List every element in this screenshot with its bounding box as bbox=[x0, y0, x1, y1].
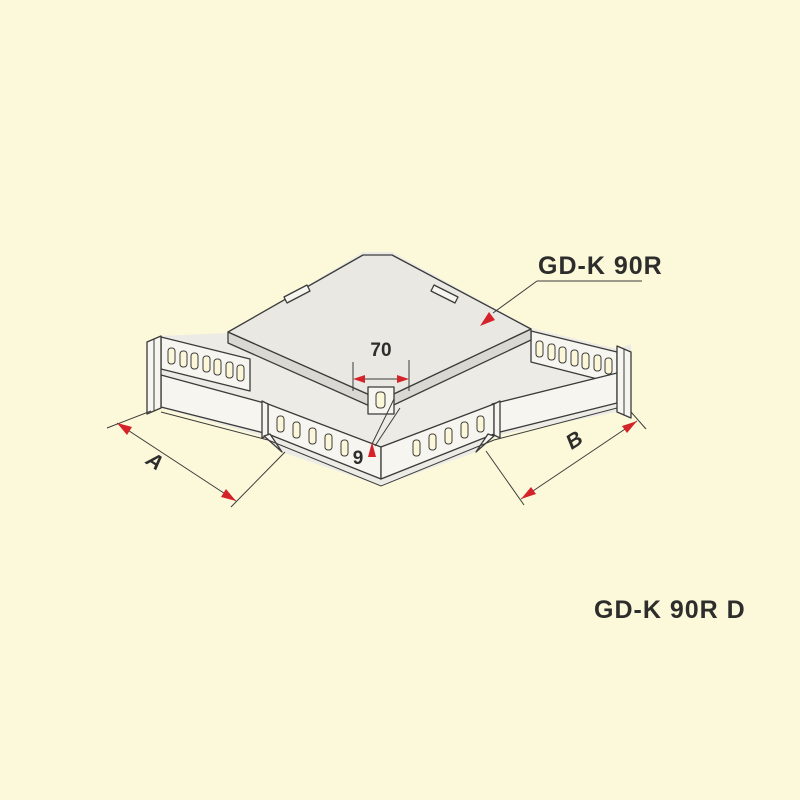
dim-a-label: A bbox=[141, 447, 167, 475]
dimension-line bbox=[116, 422, 237, 502]
rail-slot bbox=[340, 439, 349, 457]
rail-slot bbox=[324, 433, 333, 451]
rail-slot bbox=[428, 433, 437, 451]
rail-slot bbox=[225, 361, 234, 379]
rail-slot bbox=[570, 349, 579, 367]
dimension-b: B bbox=[485, 411, 647, 506]
rail-slot bbox=[558, 346, 567, 364]
dimension-arrow-icon bbox=[397, 375, 409, 383]
rail-slot bbox=[292, 421, 301, 439]
dim-70-value: 70 bbox=[370, 340, 391, 361]
corner-flange-line bbox=[267, 439, 495, 487]
dimension-arrow-icon bbox=[622, 421, 637, 433]
corner-rail-left-endcap bbox=[261, 400, 269, 439]
rail-slot bbox=[547, 343, 556, 361]
dim-b-label: B bbox=[562, 427, 587, 455]
dimension-arrow-icon bbox=[521, 487, 536, 499]
dimension-arrow-icon bbox=[221, 489, 236, 501]
dimension-70: 70 bbox=[352, 340, 410, 391]
rail-slot bbox=[535, 340, 544, 358]
dim-9-value: 9 bbox=[353, 448, 364, 469]
rail-slot bbox=[236, 364, 245, 382]
rail-slot bbox=[476, 415, 485, 433]
right-flange-line bbox=[493, 407, 618, 441]
extension-line bbox=[630, 411, 647, 430]
rail-slot bbox=[308, 427, 317, 445]
rail-slot bbox=[460, 421, 469, 439]
product-caption: GD-K 90R D bbox=[594, 596, 746, 624]
dimension-arrow-icon bbox=[368, 442, 376, 457]
inner-corner bbox=[261, 400, 501, 487]
rail-slot bbox=[444, 427, 453, 445]
rail-slot bbox=[604, 357, 613, 375]
extension-line bbox=[485, 450, 525, 506]
leader-line bbox=[371, 398, 395, 445]
tray-left-leg bbox=[146, 335, 269, 441]
dimension-line bbox=[520, 420, 638, 500]
lid-tab-left bbox=[283, 284, 311, 304]
part-callout-label: GD-K 90R bbox=[538, 252, 663, 280]
center-connector bbox=[367, 386, 395, 415]
dimension-arrow-icon bbox=[117, 423, 132, 435]
dimension-9: 9 bbox=[353, 398, 401, 469]
rail-slot bbox=[213, 358, 222, 376]
rail-slot bbox=[202, 355, 211, 373]
lid-tab-right bbox=[430, 284, 459, 304]
tray-right-leg bbox=[491, 330, 632, 441]
corner-floor bbox=[366, 412, 396, 448]
corner-rail-right-endcap bbox=[493, 400, 501, 439]
rail-slot bbox=[276, 415, 285, 433]
tray-lid bbox=[227, 254, 532, 412]
extension-line bbox=[106, 410, 152, 429]
connector-slot bbox=[375, 391, 386, 409]
part-callout: GD-K 90R bbox=[480, 252, 663, 326]
callout-leader-line bbox=[492, 280, 538, 314]
dimension-arrow-icon bbox=[353, 375, 365, 383]
rail-slot bbox=[412, 439, 421, 457]
leader-line bbox=[374, 407, 401, 447]
rail-slot bbox=[190, 352, 199, 370]
rail-slot bbox=[581, 352, 590, 370]
rail-slot bbox=[167, 347, 176, 365]
left-flange-line bbox=[160, 411, 269, 441]
rail-slot bbox=[593, 354, 602, 372]
rail-slot bbox=[179, 350, 188, 368]
callout-arrow-icon bbox=[480, 312, 495, 326]
extension-line bbox=[230, 451, 286, 508]
